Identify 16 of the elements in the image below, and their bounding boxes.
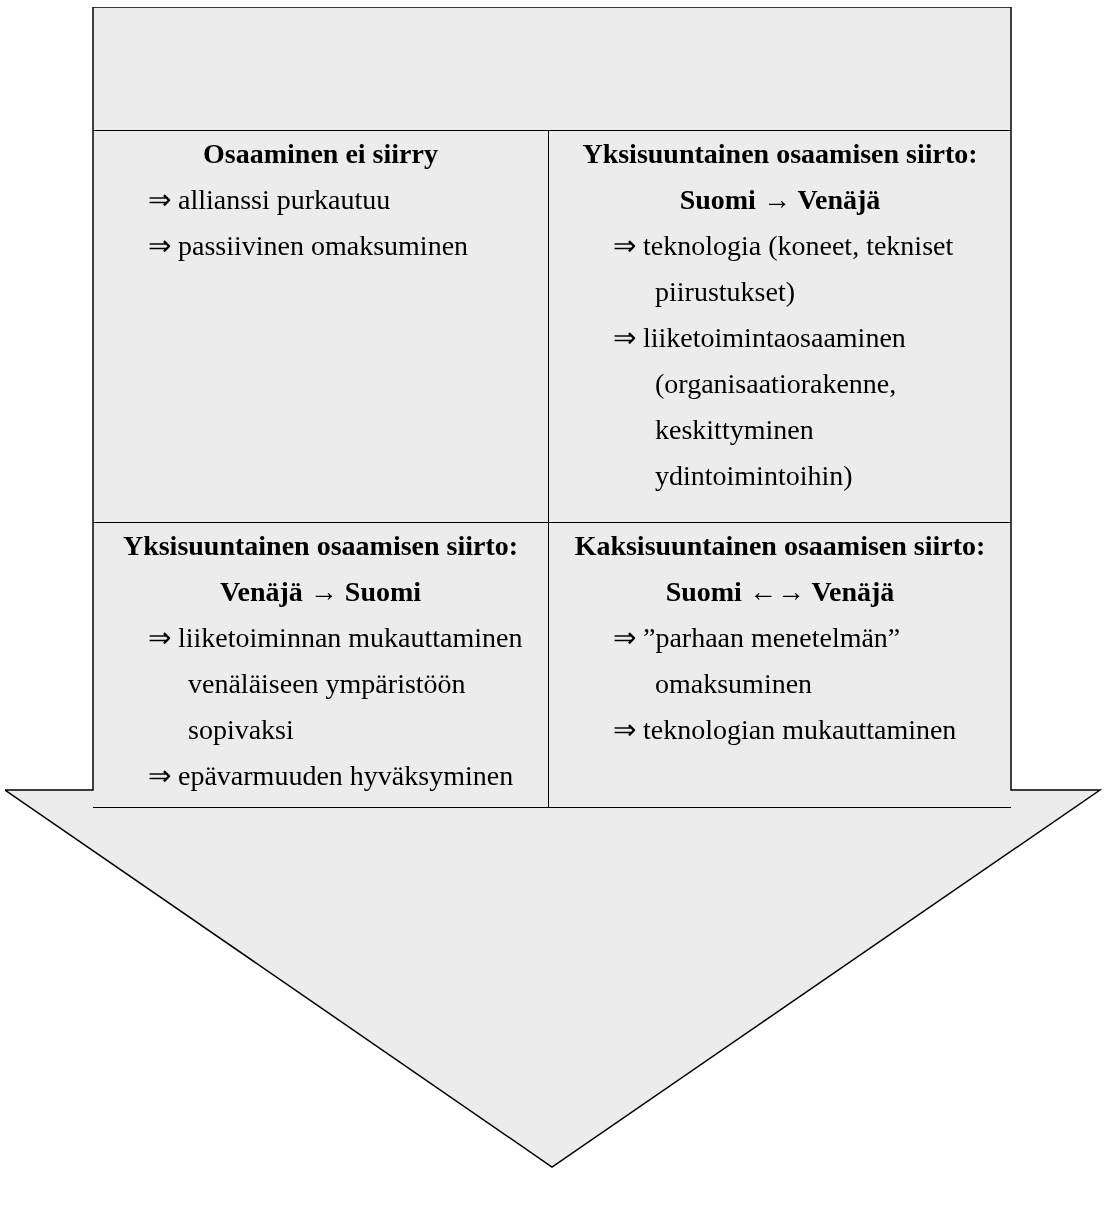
cell-heading: Yksisuuntainen osaamisen siirto: Venäjä → Suomi — [121, 529, 520, 609]
list-item: ⇒ teknologian mukauttaminen — [612, 713, 958, 747]
list-item: ⇒ passiivinen omaksuminen — [147, 229, 470, 263]
table-cell — [549, 522, 1011, 808]
list-item: ⇒ liiketoimintaosaaminen (organisaatiorakenne, keskittyminen ydintoimintoihin) — [612, 321, 907, 493]
list-item: ⇒ teknologia (koneet, tekniset piirustukset) — [612, 229, 955, 309]
cell-heading: Osaaminen ei siirry — [202, 137, 439, 171]
list-item: ⇒ liiketoiminnan mukauttaminen venäläiseen ympäristöön sopivaksi — [147, 621, 524, 747]
list-item: ⇒ epävarmuuden hyväksyminen — [147, 759, 515, 793]
table-cell — [93, 522, 549, 808]
down-arrow-shape — [5, 7, 1102, 1169]
cell-heading: Yksisuuntainen osaamisen siirto: Suomi → Venäjä — [581, 137, 979, 217]
cell-heading: Kaksisuuntainen osaamisen siirto: Suomi ←→ Venäjä — [573, 529, 987, 609]
table-cell — [93, 130, 549, 522]
list-item: ⇒ allianssi purkautuu — [147, 183, 392, 217]
list-item: ⇒ ”parhaan menetelmän” omaksuminen — [612, 621, 902, 701]
